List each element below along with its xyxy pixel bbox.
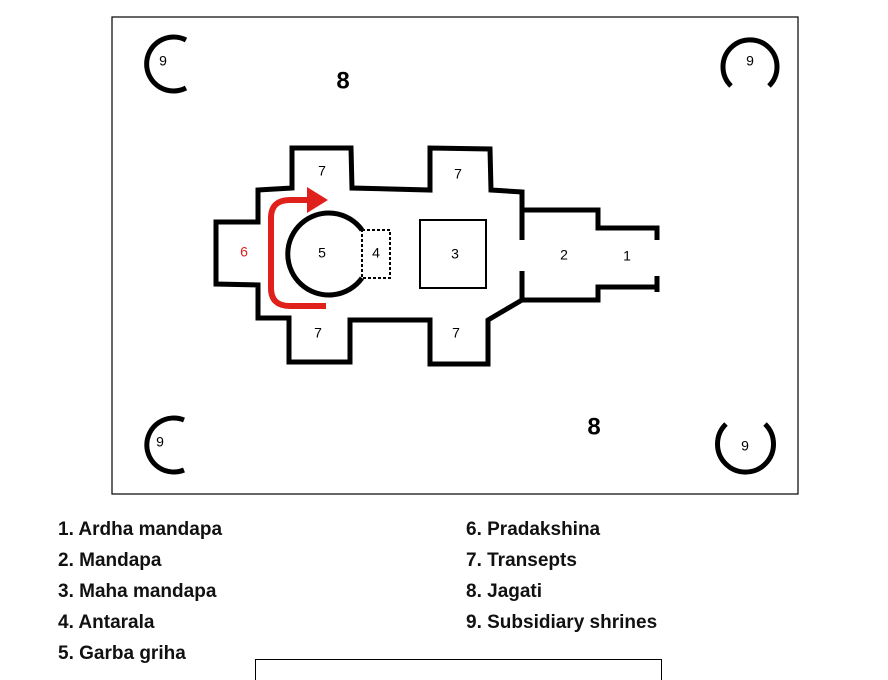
legend-item: 6. Pradakshina [466, 519, 601, 540]
jagati-label: 8 [336, 67, 349, 94]
maha-mandapa-label: 3 [451, 246, 459, 262]
garbha-griha-circle [285, 210, 365, 298]
shrine-top-right: 9 [720, 37, 780, 88]
legend-item: 5. Garba griha [58, 643, 186, 664]
shrine-top-left: 9 [144, 34, 188, 94]
legend-item: 3. Maha mandapa [58, 581, 217, 602]
transept-label: 7 [454, 166, 462, 182]
mandapa-label: 2 [560, 247, 568, 263]
antarala-box [361, 229, 391, 279]
legend-item: 7. Transepts [466, 550, 577, 571]
antarala-label: 4 [372, 245, 380, 261]
transept-label: 7 [314, 325, 322, 341]
svg-text:9: 9 [746, 53, 754, 69]
transept-label: 7 [318, 163, 326, 179]
maha-mandapa-box [419, 219, 487, 289]
pradakshina-label: 6 [240, 244, 248, 260]
temple-plan-diagram: 9 9 9 9 8 8 7 7 7 7 6 5 4 3 2 1 [111, 16, 799, 495]
legend-item: 1. Ardha mandapa [58, 519, 223, 540]
garbha-griha-label: 5 [318, 245, 326, 261]
pradakshina-arrow [268, 197, 326, 309]
shrine-bottom-left: 9 [144, 415, 185, 475]
mandapa-walls [519, 192, 660, 292]
legend-right: 6. Pradakshina 7. Transepts 8. Jagati 9.… [466, 514, 657, 638]
jagati-boundary [111, 16, 799, 495]
legend-item: 9. Subsidiary shrines [466, 612, 658, 633]
legend-left: 1. Ardha mandapa 2. Mandapa 3. Maha mand… [58, 514, 222, 669]
legend-item: 4. Antarala [58, 612, 155, 633]
shrine-bottom-right: 9 [715, 422, 776, 475]
svg-text:9: 9 [156, 434, 164, 450]
svg-text:9: 9 [741, 438, 749, 454]
legend-item: 8. Jagati [466, 581, 543, 602]
temple-outline [213, 145, 660, 367]
caption-box [255, 659, 662, 680]
jagati-label: 8 [587, 413, 600, 440]
ardha-mandapa-label: 1 [623, 248, 631, 264]
transept-label: 7 [452, 325, 460, 341]
pradakshina-arrowhead [307, 187, 328, 213]
svg-text:9: 9 [159, 53, 167, 69]
legend-item: 2. Mandapa [58, 550, 162, 571]
